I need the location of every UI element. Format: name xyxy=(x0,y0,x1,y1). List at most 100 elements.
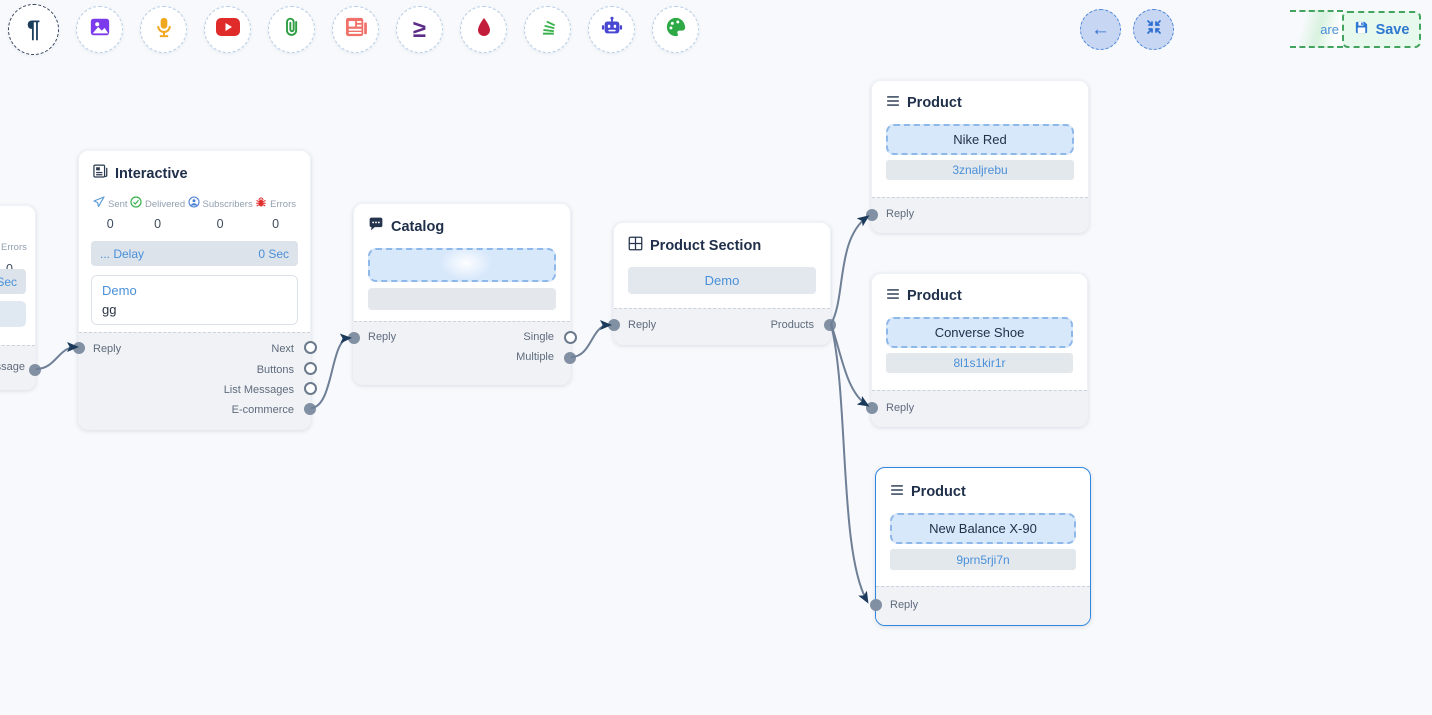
stat-delivered-label: Delivered xyxy=(144,198,186,210)
share-button-partial[interactable]: are xyxy=(1290,10,1343,48)
robot-icon xyxy=(601,16,623,43)
interactive-node-header: Interactive xyxy=(79,151,310,189)
product-node-1-retailer-pill[interactable]: 3znaljrebu xyxy=(886,160,1074,180)
product-section-reply-label: Reply xyxy=(628,319,657,331)
menu-lines-icon xyxy=(886,287,900,305)
back-button[interactable]: ← xyxy=(1080,9,1121,50)
catalog-reply-label: Reply xyxy=(368,331,397,343)
bug-icon xyxy=(255,195,267,213)
product-node-2-reply-handle[interactable] xyxy=(866,402,878,414)
tool-text-button[interactable]: ¶ xyxy=(8,4,59,55)
share-button-label-partial: are xyxy=(1320,21,1339,37)
catalog-empty-pill[interactable] xyxy=(368,288,556,310)
product-node-1-retailer-id: 3znaljrebu xyxy=(952,163,1008,177)
interactive-message-preview[interactable]: Demo gg xyxy=(91,275,298,325)
product-node-1-name-box[interactable]: Nike Red xyxy=(886,124,1074,155)
collapse-button[interactable] xyxy=(1133,9,1174,50)
message-node-body-box[interactable] xyxy=(0,301,26,327)
interactive-delay-row[interactable]: ... Delay 0 Sec xyxy=(91,241,298,266)
product-node-2-footer: Reply xyxy=(872,390,1087,426)
product-node-3-name-box[interactable]: New Balance X-90 xyxy=(890,513,1076,544)
interactive-output-buttons-handle[interactable] xyxy=(304,362,317,375)
interactive-output-listmessages-handle[interactable] xyxy=(304,382,317,395)
interactive-reply-handle[interactable] xyxy=(73,342,85,354)
catalog-node[interactable]: Catalog Reply Single Multiple xyxy=(348,203,577,385)
back-arrow-icon: ← xyxy=(1091,19,1110,40)
compress-icon xyxy=(1146,19,1162,40)
product-node-1-title: Product xyxy=(907,95,962,111)
tool-template-button[interactable] xyxy=(332,6,379,53)
stack-icon xyxy=(538,17,558,42)
product-section-demo-label: Demo xyxy=(704,273,740,288)
tool-drip-button[interactable] xyxy=(460,6,507,53)
interactive-output-next-handle[interactable] xyxy=(304,341,317,354)
tool-audio-button[interactable] xyxy=(140,6,187,53)
subscriber-icon xyxy=(187,195,200,213)
product-node-2-reply-label: Reply xyxy=(886,402,915,414)
catalog-node-header: Catalog xyxy=(354,204,570,242)
tool-file-button[interactable] xyxy=(268,6,315,53)
paperclip-icon xyxy=(282,16,302,43)
interactive-output-ecommerce-handle[interactable] xyxy=(304,403,316,415)
interactive-icon xyxy=(93,164,108,183)
message-node-partial[interactable]: Errors 0 Sec essage xyxy=(0,205,41,390)
interactive-message-title: Demo xyxy=(102,283,137,298)
edge-products-to-product3[interactable] xyxy=(830,323,869,604)
message-node-output-handle[interactable] xyxy=(29,364,41,376)
product-node-1-reply-handle[interactable] xyxy=(866,209,878,221)
product-node-3-footer: Reply xyxy=(876,586,1090,625)
interactive-delay-label: ... Delay xyxy=(100,246,145,261)
product-node-2-retailer-pill[interactable]: 8l1s1kir1r xyxy=(886,353,1073,373)
catalog-placeholder-box[interactable] xyxy=(368,248,556,282)
interactive-stats-row: Sent 0 Delivered 0 Subscribers 0 Errors … xyxy=(79,189,310,233)
product-node-2[interactable]: Product Converse Shoe 8l1s1kir1r Reply xyxy=(866,273,1088,427)
interactive-message-text: gg xyxy=(102,302,117,317)
edge-message-to-interactive[interactable] xyxy=(35,342,79,370)
product-section-reply-handle[interactable] xyxy=(608,319,620,331)
menu-lines-icon xyxy=(886,94,900,112)
catalog-reply-handle[interactable] xyxy=(348,332,360,344)
edge-multiple-to-productsection[interactable] xyxy=(570,320,612,358)
catalog-output-single-handle[interactable] xyxy=(564,331,577,344)
stat-subscribers: Subscribers 0 xyxy=(187,195,253,231)
interactive-delay-value: 0 Sec xyxy=(258,246,289,261)
message-node-output-label: essage xyxy=(0,361,25,373)
product-node-1[interactable]: Product Nike Red 3znaljrebu Reply xyxy=(866,80,1089,233)
product-node-1-reply-label: Reply xyxy=(886,208,915,220)
message-node-errors-label: Errors xyxy=(1,242,27,253)
product-node-3-header: Product xyxy=(876,468,1090,507)
catalog-output-single-label: Single xyxy=(523,331,554,343)
youtube-icon xyxy=(215,18,240,41)
edge-products-to-product2[interactable] xyxy=(830,323,870,407)
product-section-node-title: Product Section xyxy=(650,238,762,254)
product-node-3-retailer-pill[interactable]: 9prn5rji7n xyxy=(890,549,1076,570)
tool-sequence-button[interactable]: ≥ xyxy=(396,6,443,53)
tool-video-button[interactable] xyxy=(204,6,251,53)
tool-bot-button[interactable] xyxy=(588,6,635,53)
send-icon xyxy=(93,195,105,213)
interactive-node[interactable]: Interactive Sent 0 Delivered 0 Subscribe… xyxy=(73,150,317,430)
product-section-products-handle[interactable] xyxy=(824,319,836,331)
product-node-3-reply-handle[interactable] xyxy=(870,599,882,611)
product-node-2-name-box[interactable]: Converse Shoe xyxy=(886,317,1073,348)
product-section-demo-button[interactable]: Demo xyxy=(628,267,816,294)
catalog-output-multiple-handle[interactable] xyxy=(564,352,576,364)
tool-stack-button[interactable] xyxy=(524,6,571,53)
tool-theme-button[interactable] xyxy=(652,6,699,53)
message-node-delay-row[interactable]: Sec xyxy=(0,269,26,294)
product-node-3-name: New Balance X-90 xyxy=(929,521,1037,536)
product-node-2-retailer-id: 8l1s1kir1r xyxy=(953,356,1006,370)
interactive-node-footer: Reply Next Buttons List Messages E-comme… xyxy=(79,332,310,429)
product-section-node[interactable]: Product Section Demo Reply Products xyxy=(608,222,836,345)
edge-products-to-product1[interactable] xyxy=(830,215,870,325)
tool-image-button[interactable] xyxy=(76,6,123,53)
product-node-2-header: Product xyxy=(872,274,1087,311)
product-section-icon xyxy=(628,236,643,256)
save-button[interactable]: Save xyxy=(1342,11,1421,48)
toolbar: ¶ ≥ xyxy=(8,4,699,55)
product-node-2-title: Product xyxy=(907,288,962,304)
newspaper-icon xyxy=(345,17,367,42)
stat-subscribers-value: 0 xyxy=(216,217,224,231)
product-node-3[interactable]: Product New Balance X-90 9prn5rji7n Repl… xyxy=(870,467,1091,626)
interactive-output-next-label: Next xyxy=(271,343,294,355)
